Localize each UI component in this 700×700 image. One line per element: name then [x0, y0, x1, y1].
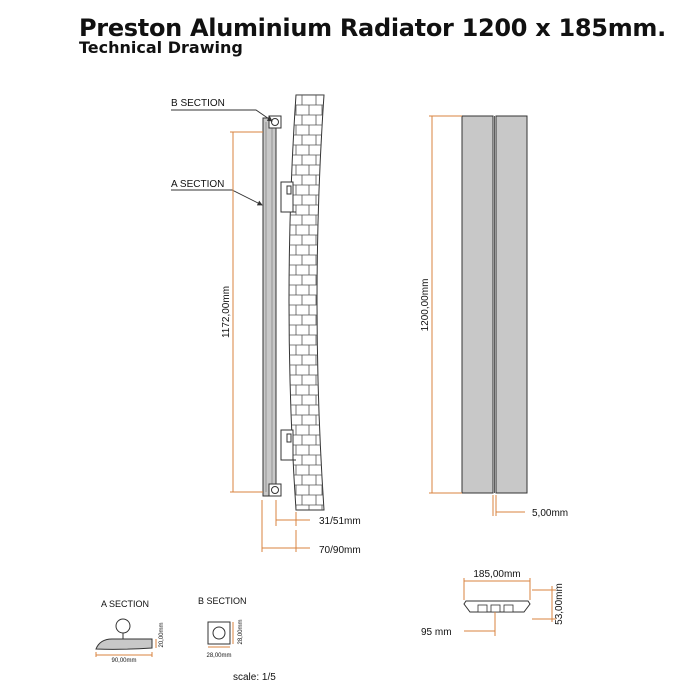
b-section-title: B SECTION [198, 596, 247, 606]
dim-wall-gap: 31/51mm [275, 500, 361, 527]
b-section-height-label: 28,00mm [238, 619, 244, 644]
pipe-offset-label: 95 mm [421, 627, 452, 638]
dim-pipe-offset: 95 mm [421, 612, 496, 638]
bottom-bracket [280, 429, 296, 461]
dim-height-centres: 1172,00mm [221, 131, 263, 493]
brick-wall [288, 94, 325, 511]
left-panel [461, 115, 494, 494]
width-label: 185,00mm [473, 569, 520, 580]
top-bracket [280, 181, 296, 213]
plan-view: 185,00mm 53,00mm 95 mm [421, 569, 565, 638]
b-section-detail: B SECTION 28,00mm 28,00mm [198, 596, 247, 659]
b-section-callout: B SECTION [171, 98, 225, 109]
gap-between-label: 5,00mm [532, 508, 568, 519]
dim-depth: 70/90mm [261, 500, 361, 556]
bottom-connection [268, 483, 282, 497]
a-section-profile [95, 638, 153, 650]
dim-height-total: 1200,00mm [420, 115, 462, 494]
side-view: B SECTION A SECTION 1172,00mm 31/51mm 70… [171, 94, 361, 556]
top-connection [268, 115, 282, 129]
plan-height-label: 53,00mm [554, 583, 565, 625]
dim-plan-height: 53,00mm [532, 583, 565, 625]
wall-gap-label: 31/51mm [319, 516, 361, 527]
page-title: Preston Aluminium Radiator 1200 x 185mm. [79, 14, 666, 42]
a-section-callout: A SECTION [171, 179, 224, 190]
dim-gap-between: 5,00mm [492, 495, 568, 519]
front-view: 1200,00mm 5,00mm [420, 115, 568, 519]
b-section-width-label: 28,00mm [206, 653, 231, 659]
dim-width: 185,00mm [463, 569, 531, 600]
height-total-label: 1200,00mm [420, 279, 431, 332]
page-subtitle: Technical Drawing [79, 38, 243, 57]
a-section-title: A SECTION [101, 599, 149, 609]
scale-label: scale: 1/5 [233, 672, 276, 683]
a-section-width-label: 90,00mm [111, 658, 136, 664]
right-panel [495, 115, 528, 494]
radiator-side-body [262, 117, 277, 497]
a-section-height-label: 20,00mm [159, 622, 165, 647]
height-centres-label: 1172,00mm [221, 286, 232, 338]
b-section-profile [207, 621, 231, 645]
a-section-detail: A SECTION 90,00mm 20,00mm [95, 599, 165, 664]
depth-label: 70/90mm [319, 545, 361, 556]
